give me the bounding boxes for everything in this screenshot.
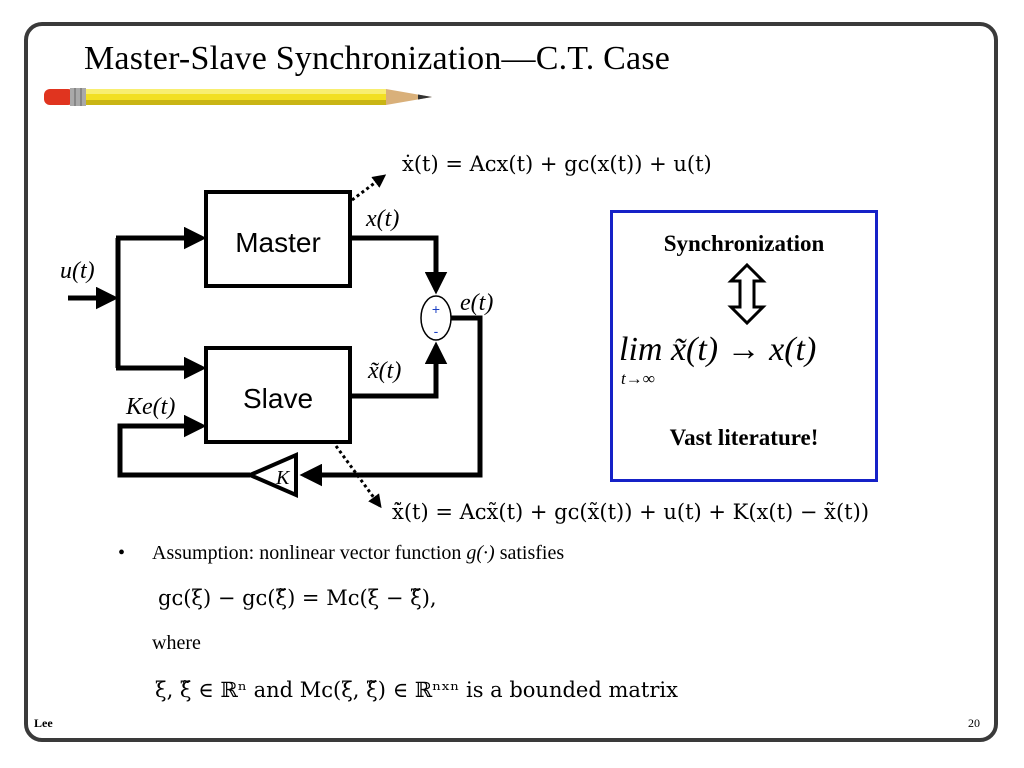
page-number: 20 bbox=[968, 716, 980, 730]
master-dynamics-equation: ẋ(t) = Aᴄx(t) + gᴄ(x(t)) + u(t) bbox=[402, 152, 712, 176]
assumption-text: Assumption: nonlinear vector function g(… bbox=[152, 542, 564, 565]
slave-label: Slave bbox=[243, 383, 313, 414]
sync-limit-expression: lim x̃(t) → x(t) bbox=[619, 331, 817, 368]
sum-plus-sign: + bbox=[432, 301, 440, 317]
feedback-label: Ke(t) bbox=[125, 394, 175, 420]
gain-block bbox=[244, 451, 298, 499]
feedback-line bbox=[117, 414, 250, 478]
where-text: where bbox=[152, 632, 201, 654]
assumption-function: g(·) bbox=[466, 542, 495, 564]
double-arrow-icon bbox=[727, 263, 767, 325]
bullet-marker: • bbox=[118, 542, 126, 564]
sum-minus-sign: - bbox=[434, 323, 439, 339]
assumption-equation: gᴄ(ξ) − gᴄ(ξ̃) = Mᴄ(ξ − ξ̃), bbox=[158, 586, 437, 610]
master-eq-pointer bbox=[351, 174, 387, 202]
assumption-lead: Assumption: nonlinear vector function bbox=[152, 542, 467, 564]
slide-title: Master-Slave Synchronization—C.T. Case bbox=[84, 40, 671, 77]
slide-frame bbox=[24, 22, 998, 742]
master-output-line bbox=[350, 235, 448, 295]
input-label: u(t) bbox=[60, 258, 95, 284]
condition-equation: ξ, ξ̃ ∈ ℝⁿ and Mᴄ(ξ, ξ̃) ∈ ℝⁿˣⁿ is a bou… bbox=[155, 678, 678, 702]
slave-block bbox=[204, 346, 352, 444]
pencil-icon bbox=[44, 88, 432, 106]
error-feedback-line bbox=[299, 315, 483, 487]
sync-note: Vast literature! bbox=[669, 425, 819, 450]
assumption-end: satisfies bbox=[494, 542, 565, 564]
master-output-label: x(t) bbox=[365, 206, 399, 232]
sync-limit-subscript: t→∞ bbox=[621, 369, 655, 388]
slave-dynamics-equation: x̃̇(t) = Aᴄx̃(t) + gᴄ(x̃(t)) + u(t) + K(… bbox=[392, 500, 870, 524]
slave-eq-pointer bbox=[334, 445, 382, 509]
sync-title: Synchronization bbox=[663, 231, 825, 256]
master-label: Master bbox=[235, 227, 321, 258]
error-label: e(t) bbox=[460, 290, 493, 316]
gain-label: K bbox=[275, 467, 291, 489]
synchronization-box: Synchronization lim x̃(t) → x(t) t→∞ Vas… bbox=[610, 210, 878, 482]
slave-output-label: x̃(t) bbox=[367, 358, 401, 384]
slave-output-line bbox=[350, 341, 448, 399]
author-label: Lee bbox=[34, 716, 53, 730]
